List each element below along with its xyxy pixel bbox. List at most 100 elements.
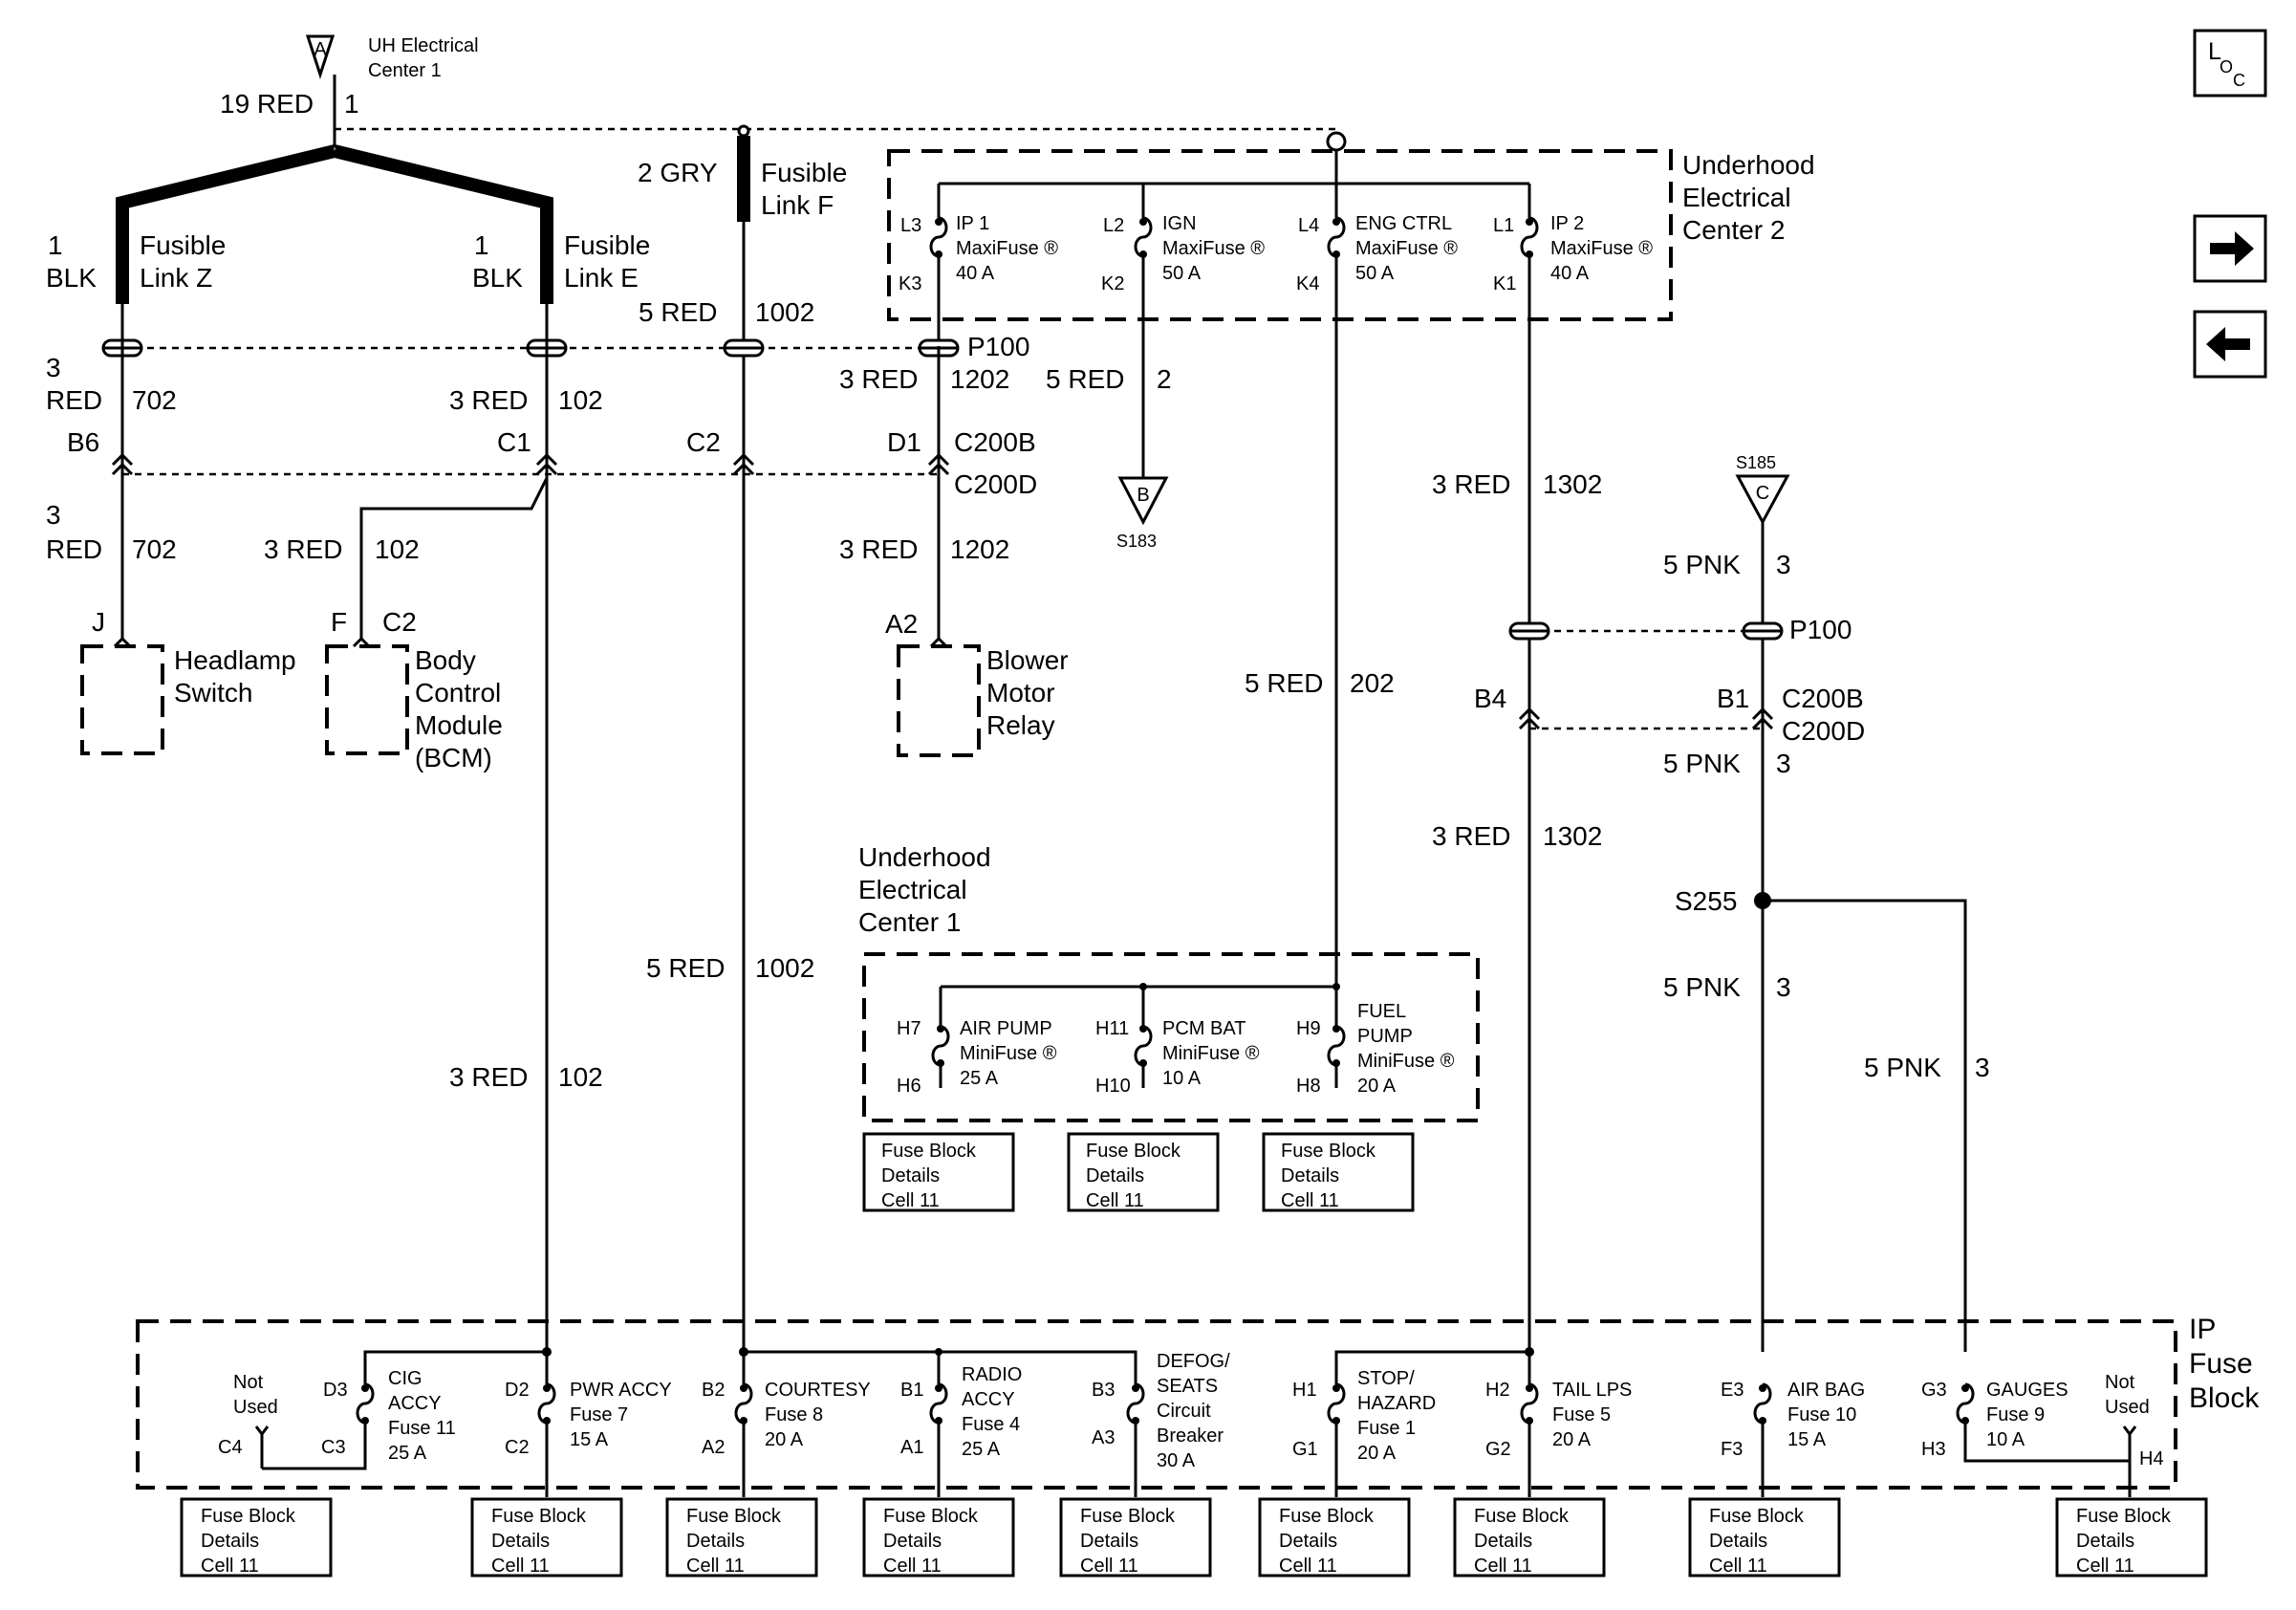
- pin-k4: K4: [1296, 273, 1319, 294]
- breaker-name-3: Circuit: [1157, 1401, 1211, 1422]
- c200d-label-b: C200D: [1782, 716, 1865, 746]
- wire-702-circuit-b: 702: [132, 534, 177, 564]
- fuse-stop-number: Fuse 1: [1357, 1418, 1416, 1439]
- fuse-tail-number: Fuse 5: [1552, 1404, 1611, 1425]
- body-control-module: F C2 Body Control Module (BCM): [325, 607, 503, 772]
- link-f-name-2: Link F: [761, 190, 834, 220]
- fuse-radio-rating: 25 A: [962, 1439, 1001, 1460]
- fuse-block-details-button[interactable]: Fuse Block Details Cell 11: [1688, 1497, 1841, 1577]
- fuse-ign-rating: 50 A: [1162, 263, 1202, 284]
- fuse-pwr-name: PWR ACCY: [570, 1380, 672, 1401]
- fuse-block-details-button[interactable]: Fuse Block Details Cell 11: [862, 1497, 1015, 1577]
- wire-702-size-b: 3: [46, 500, 61, 530]
- breaker-rating: 30 A: [1157, 1450, 1196, 1471]
- uec1-fuse-air-pump: H7 H6 AIR PUMP MiniFuse ® 25 A: [897, 987, 1057, 1097]
- loc-icon[interactable]: L O C: [2193, 29, 2267, 98]
- fuse-block-details-button[interactable]: Fuse Block Details Cell 11: [470, 1497, 623, 1577]
- pin-f: F: [331, 607, 347, 637]
- link-z-name-2: Link Z: [140, 263, 212, 293]
- pin-k2: K2: [1101, 273, 1124, 294]
- wire-pnk-color-c: 5 PNK: [1663, 972, 1741, 1002]
- wire-102-color-b: 3 RED: [264, 534, 342, 564]
- pin-h11: H11: [1095, 1018, 1129, 1039]
- fuse-courtesy-number: Fuse 8: [765, 1404, 823, 1425]
- wire-pnk-circuit-c: 3: [1776, 972, 1791, 1002]
- ipfb-title-1: IP: [2189, 1314, 2216, 1345]
- fuse-airbag-number: Fuse 10: [1787, 1404, 1856, 1425]
- pin-b3: B3: [1092, 1380, 1115, 1401]
- wire-102-circuit-c: 102: [558, 1062, 603, 1092]
- pin-h9: H9: [1296, 1018, 1321, 1039]
- fusible-link-e-wire: [333, 144, 553, 304]
- link-f-name-1: Fusible: [761, 158, 847, 187]
- wire-102-color-a: 3 RED: [449, 385, 528, 415]
- wire-1202-circuit-a: 1202: [950, 364, 1009, 394]
- fuse-block-details-button[interactable]: Fuse Block Details Cell 11: [180, 1497, 333, 1577]
- uec1-fuse-fuel-pump: H9 H8 FUEL PUMP MiniFuse ® 20 A: [1296, 987, 1455, 1097]
- link-f-wire: 2 GRY: [638, 158, 718, 187]
- fbd-line-3: Cell 11: [1080, 1556, 1138, 1577]
- pin-g3: G3: [1921, 1380, 1947, 1401]
- blower-label-2: Motor: [986, 678, 1055, 707]
- pin-a3: A3: [1092, 1427, 1115, 1448]
- fbd-line-2: Details: [2076, 1531, 2134, 1552]
- fuse-gauges-name: GAUGES: [1986, 1380, 2069, 1401]
- pin-h10: H10: [1095, 1076, 1131, 1097]
- fuse-courtesy-name: COURTESY: [765, 1380, 871, 1401]
- pin-l1: L1: [1493, 215, 1514, 236]
- fuse-cig-name-1: CIG: [388, 1368, 422, 1389]
- uh-center-1-label-1: UH Electrical: [368, 35, 479, 56]
- wire-202-circuit: 202: [1350, 668, 1395, 698]
- fbd-line-2: Details: [1709, 1531, 1767, 1552]
- fuse-block-details-button[interactable]: Fuse Block Details Cell 11: [665, 1497, 818, 1577]
- splice-s255-label: S255: [1675, 886, 1737, 916]
- pin-l3: L3: [900, 215, 921, 236]
- arrow-left-icon[interactable]: [2193, 310, 2267, 379]
- uec2-title-2: Electrical: [1682, 183, 1791, 212]
- headlamp-switch: J Headlamp Switch: [80, 607, 296, 755]
- ipfb-fuse-cig-accy: D3 C3 CIG ACCY Fuse 11 25 A: [321, 1368, 456, 1464]
- wire-1202-color-a: 3 RED: [839, 364, 918, 394]
- bcm-label-3: Module: [415, 710, 503, 740]
- fbd-line-1: Fuse Block: [1709, 1506, 1805, 1527]
- ipfb-breaker-defog-seats: B3 A3 DEFOG/ SEATS Circuit Breaker 30 A: [1092, 1351, 1230, 1497]
- wire-1302-circuit-a: 1302: [1543, 469, 1602, 499]
- fuse-block-details-button[interactable]: Fuse Block Details Cell 11: [1453, 1497, 1606, 1577]
- fuse-block-details-button[interactable]: Fuse Block Details Cell 11: [1059, 1497, 1212, 1577]
- fuse-air-pump-name: AIR PUMP: [960, 1018, 1052, 1039]
- connector-letter-a: A: [314, 39, 327, 60]
- fbd-line-3: Cell 11: [1709, 1556, 1767, 1577]
- fuse-block-details-button[interactable]: Fuse Block Details Cell 11: [1262, 1132, 1415, 1212]
- fuse-block-details-button[interactable]: Fuse Block Details Cell 11: [862, 1132, 1015, 1212]
- ground-s183-label: S183: [1116, 532, 1157, 551]
- fuse-stop-name-1: STOP/: [1357, 1368, 1415, 1389]
- fuse-block-details-button[interactable]: Fuse Block Details Cell 11: [1067, 1132, 1220, 1212]
- fbd-line-1: Fuse Block: [1279, 1506, 1375, 1527]
- pin-h1: H1: [1292, 1380, 1317, 1401]
- breaker-name-2: SEATS: [1157, 1376, 1218, 1397]
- link-e-size: 1: [474, 230, 489, 260]
- uh-center-1-connector: A UH Electrical Center 1: [305, 34, 479, 81]
- wire-2-circuit: 2: [1157, 364, 1172, 394]
- wire-702-circuit-a: 702: [132, 385, 177, 415]
- fbd-line-2: Details: [201, 1531, 259, 1552]
- fbd-line-2: Details: [1281, 1165, 1339, 1186]
- uh-center-1-label-2: Center 1: [368, 60, 442, 81]
- wire-1002-circuit-a: 1002: [755, 297, 814, 327]
- blower-label-3: Relay: [986, 710, 1055, 740]
- fuse-gauges-rating: 10 A: [1986, 1429, 2025, 1450]
- p100-label-a: P100: [967, 332, 1029, 361]
- wire-102-bcm-branch: [359, 477, 549, 639]
- arrow-right-icon[interactable]: [2193, 214, 2267, 283]
- pin-a2-blower: A2: [885, 609, 918, 639]
- pin-l2: L2: [1103, 215, 1124, 236]
- headlamp-label-1: Headlamp: [174, 645, 296, 675]
- loc-letter-c: C: [2233, 71, 2245, 90]
- fuse-block-details-button[interactable]: Fuse Block Details Cell 11: [1258, 1497, 1411, 1577]
- p100-connector-marks: [101, 338, 960, 358]
- wire-102-color-c: 3 RED: [449, 1062, 528, 1092]
- loc-letter-l: L: [2208, 38, 2221, 65]
- fuse-ign-type: MaxiFuse ®: [1162, 238, 1265, 259]
- wire-1202-color-b: 3 RED: [839, 534, 918, 564]
- fuse-block-details-button[interactable]: Fuse Block Details Cell 11: [2055, 1497, 2208, 1577]
